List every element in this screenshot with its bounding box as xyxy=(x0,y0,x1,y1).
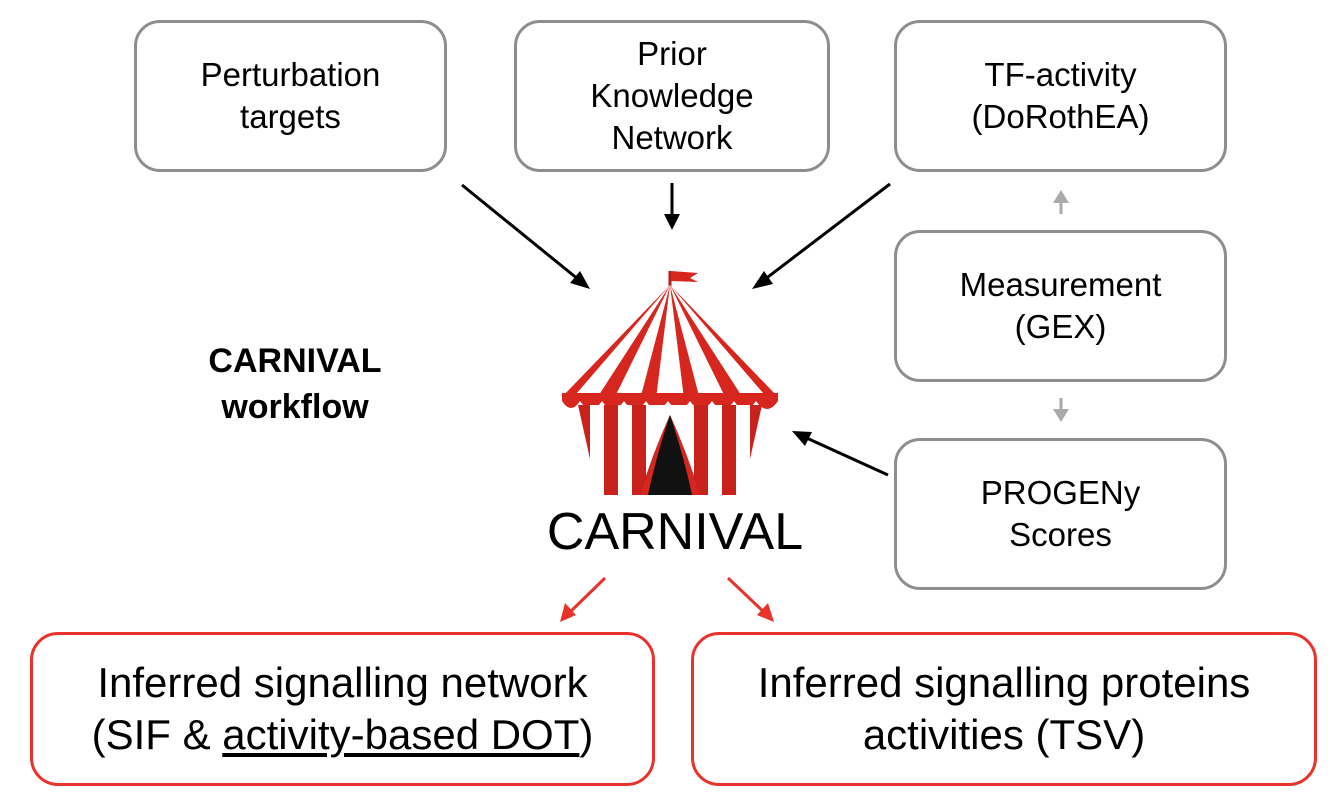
box-label: (GEX) xyxy=(1014,308,1107,345)
box-label: Perturbation xyxy=(200,56,381,93)
box-label: TF-activity xyxy=(984,56,1137,93)
activity-based-dot-link[interactable]: activity-based DOT xyxy=(222,711,580,758)
arrow-icon xyxy=(726,576,774,622)
output-label-part: ) xyxy=(579,711,594,758)
arrow-icon xyxy=(560,576,607,622)
arrow-icon xyxy=(1053,190,1069,214)
box-label: Knowledge xyxy=(590,77,754,114)
circus-tent-icon xyxy=(562,271,778,495)
workflow-label-line: workflow xyxy=(221,388,369,426)
output-proteins-box: Inferred signalling proteins activities … xyxy=(691,632,1317,786)
box-label: PROGENy xyxy=(980,474,1141,511)
box-label: Scores xyxy=(1009,516,1112,553)
arrow-icon xyxy=(664,183,680,230)
box-label: targets xyxy=(240,98,341,135)
output-label: activities (TSV) xyxy=(862,711,1146,758)
carnival-tool-name: CARNIVAL xyxy=(546,503,804,561)
arrow-icon xyxy=(792,431,889,477)
box-label: Prior xyxy=(637,35,707,72)
workflow-label-line: CARNIVAL xyxy=(208,342,382,380)
output-label: Inferred signalling proteins xyxy=(757,659,1251,706)
arrow-icon xyxy=(461,183,590,289)
arrow-icon xyxy=(1053,398,1069,422)
arrow-icon xyxy=(752,182,891,289)
output-label: Inferred signalling network xyxy=(97,659,588,706)
box-label: (DoRothEA) xyxy=(971,98,1150,135)
measurement-box: Measurement (GEX) xyxy=(894,230,1227,382)
output-network-box: Inferred signalling network (SIF & activ… xyxy=(30,632,655,786)
perturbation-targets-box: Perturbation targets xyxy=(134,20,447,172)
tf-activity-box: TF-activity (DoRothEA) xyxy=(894,20,1227,172)
output-label: (SIF & activity-based DOT) xyxy=(92,709,594,761)
progeny-scores-box: PROGENy Scores xyxy=(894,438,1227,590)
workflow-label: CARNIVAL workflow xyxy=(160,338,430,430)
box-label: Measurement xyxy=(959,266,1162,303)
output-label-part: (SIF & xyxy=(91,711,223,758)
box-label: Network xyxy=(611,119,733,156)
prior-knowledge-network-box: Prior Knowledge Network xyxy=(514,20,830,172)
